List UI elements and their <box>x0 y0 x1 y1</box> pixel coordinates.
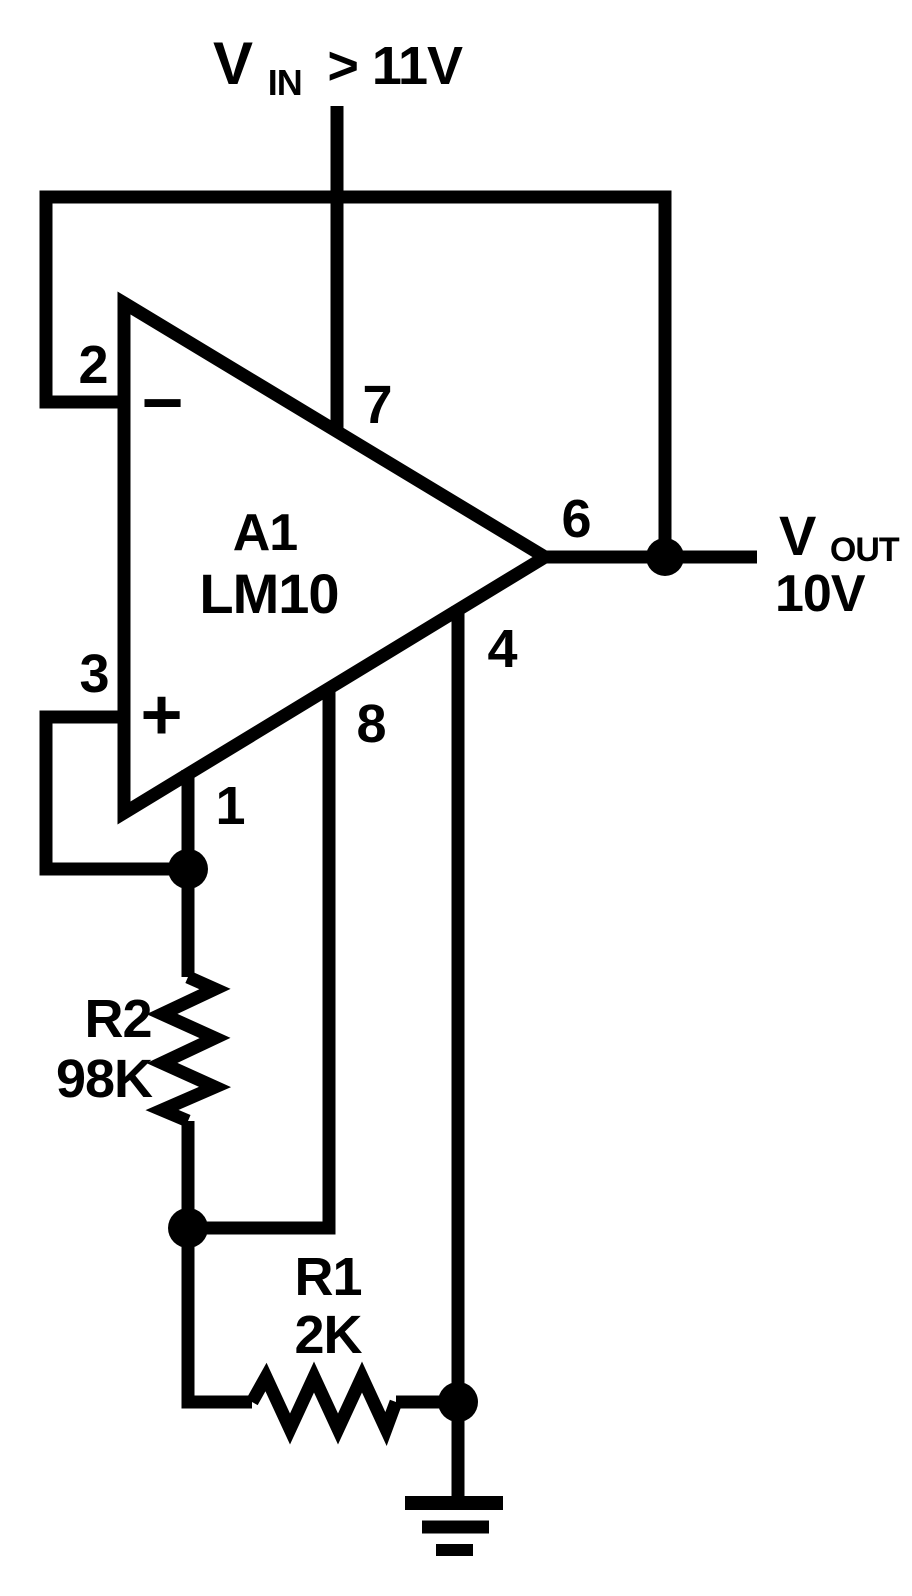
pin-label-3: 3 <box>79 644 108 704</box>
pin-label-8: 8 <box>356 694 385 754</box>
pin-label-6: 6 <box>561 489 590 549</box>
opamp-designator: A1 <box>233 504 298 562</box>
pin-label-1: 1 <box>215 776 244 836</box>
resistor-r1-symbol <box>246 1361 403 1446</box>
vin-label: V IN > 11V <box>213 30 463 108</box>
vin-symbol: V <box>213 30 253 97</box>
junction-dot-ground <box>438 1382 478 1422</box>
junction-dot-output <box>646 538 684 576</box>
ground-symbol <box>405 1496 503 1556</box>
feedback-wire <box>39 190 672 557</box>
vout-label: V OUT <box>779 504 900 569</box>
vin-condition: > 11V <box>327 36 463 96</box>
junction-dot-r2-r1 <box>168 1208 208 1248</box>
opamp-triangle <box>117 291 558 825</box>
r1-left-wire <box>181 1228 252 1409</box>
resistor-r2-symbol <box>145 971 232 1127</box>
pin3-wire <box>39 710 188 876</box>
r1-value: 2K <box>294 1305 362 1365</box>
vout-subscript: OUT <box>830 531 900 569</box>
r2-value: 98K <box>56 1049 153 1109</box>
opamp-part-number: LM10 <box>199 562 338 625</box>
junction-dot-pin1 <box>168 849 208 889</box>
pin8-wire <box>188 686 336 1235</box>
vout-symbol: V <box>779 504 816 567</box>
r2-designator: R2 <box>84 989 151 1049</box>
noninverting-input-sign: + <box>140 675 181 755</box>
pin-label-4: 4 <box>487 619 517 679</box>
vout-value: 10V <box>775 565 866 623</box>
pin-label-7: 7 <box>362 375 391 435</box>
pin-label-2: 2 <box>78 335 107 395</box>
inverting-input-sign: − <box>141 363 182 443</box>
vin-subscript: IN <box>268 62 302 103</box>
r1-designator: R1 <box>294 1247 361 1307</box>
